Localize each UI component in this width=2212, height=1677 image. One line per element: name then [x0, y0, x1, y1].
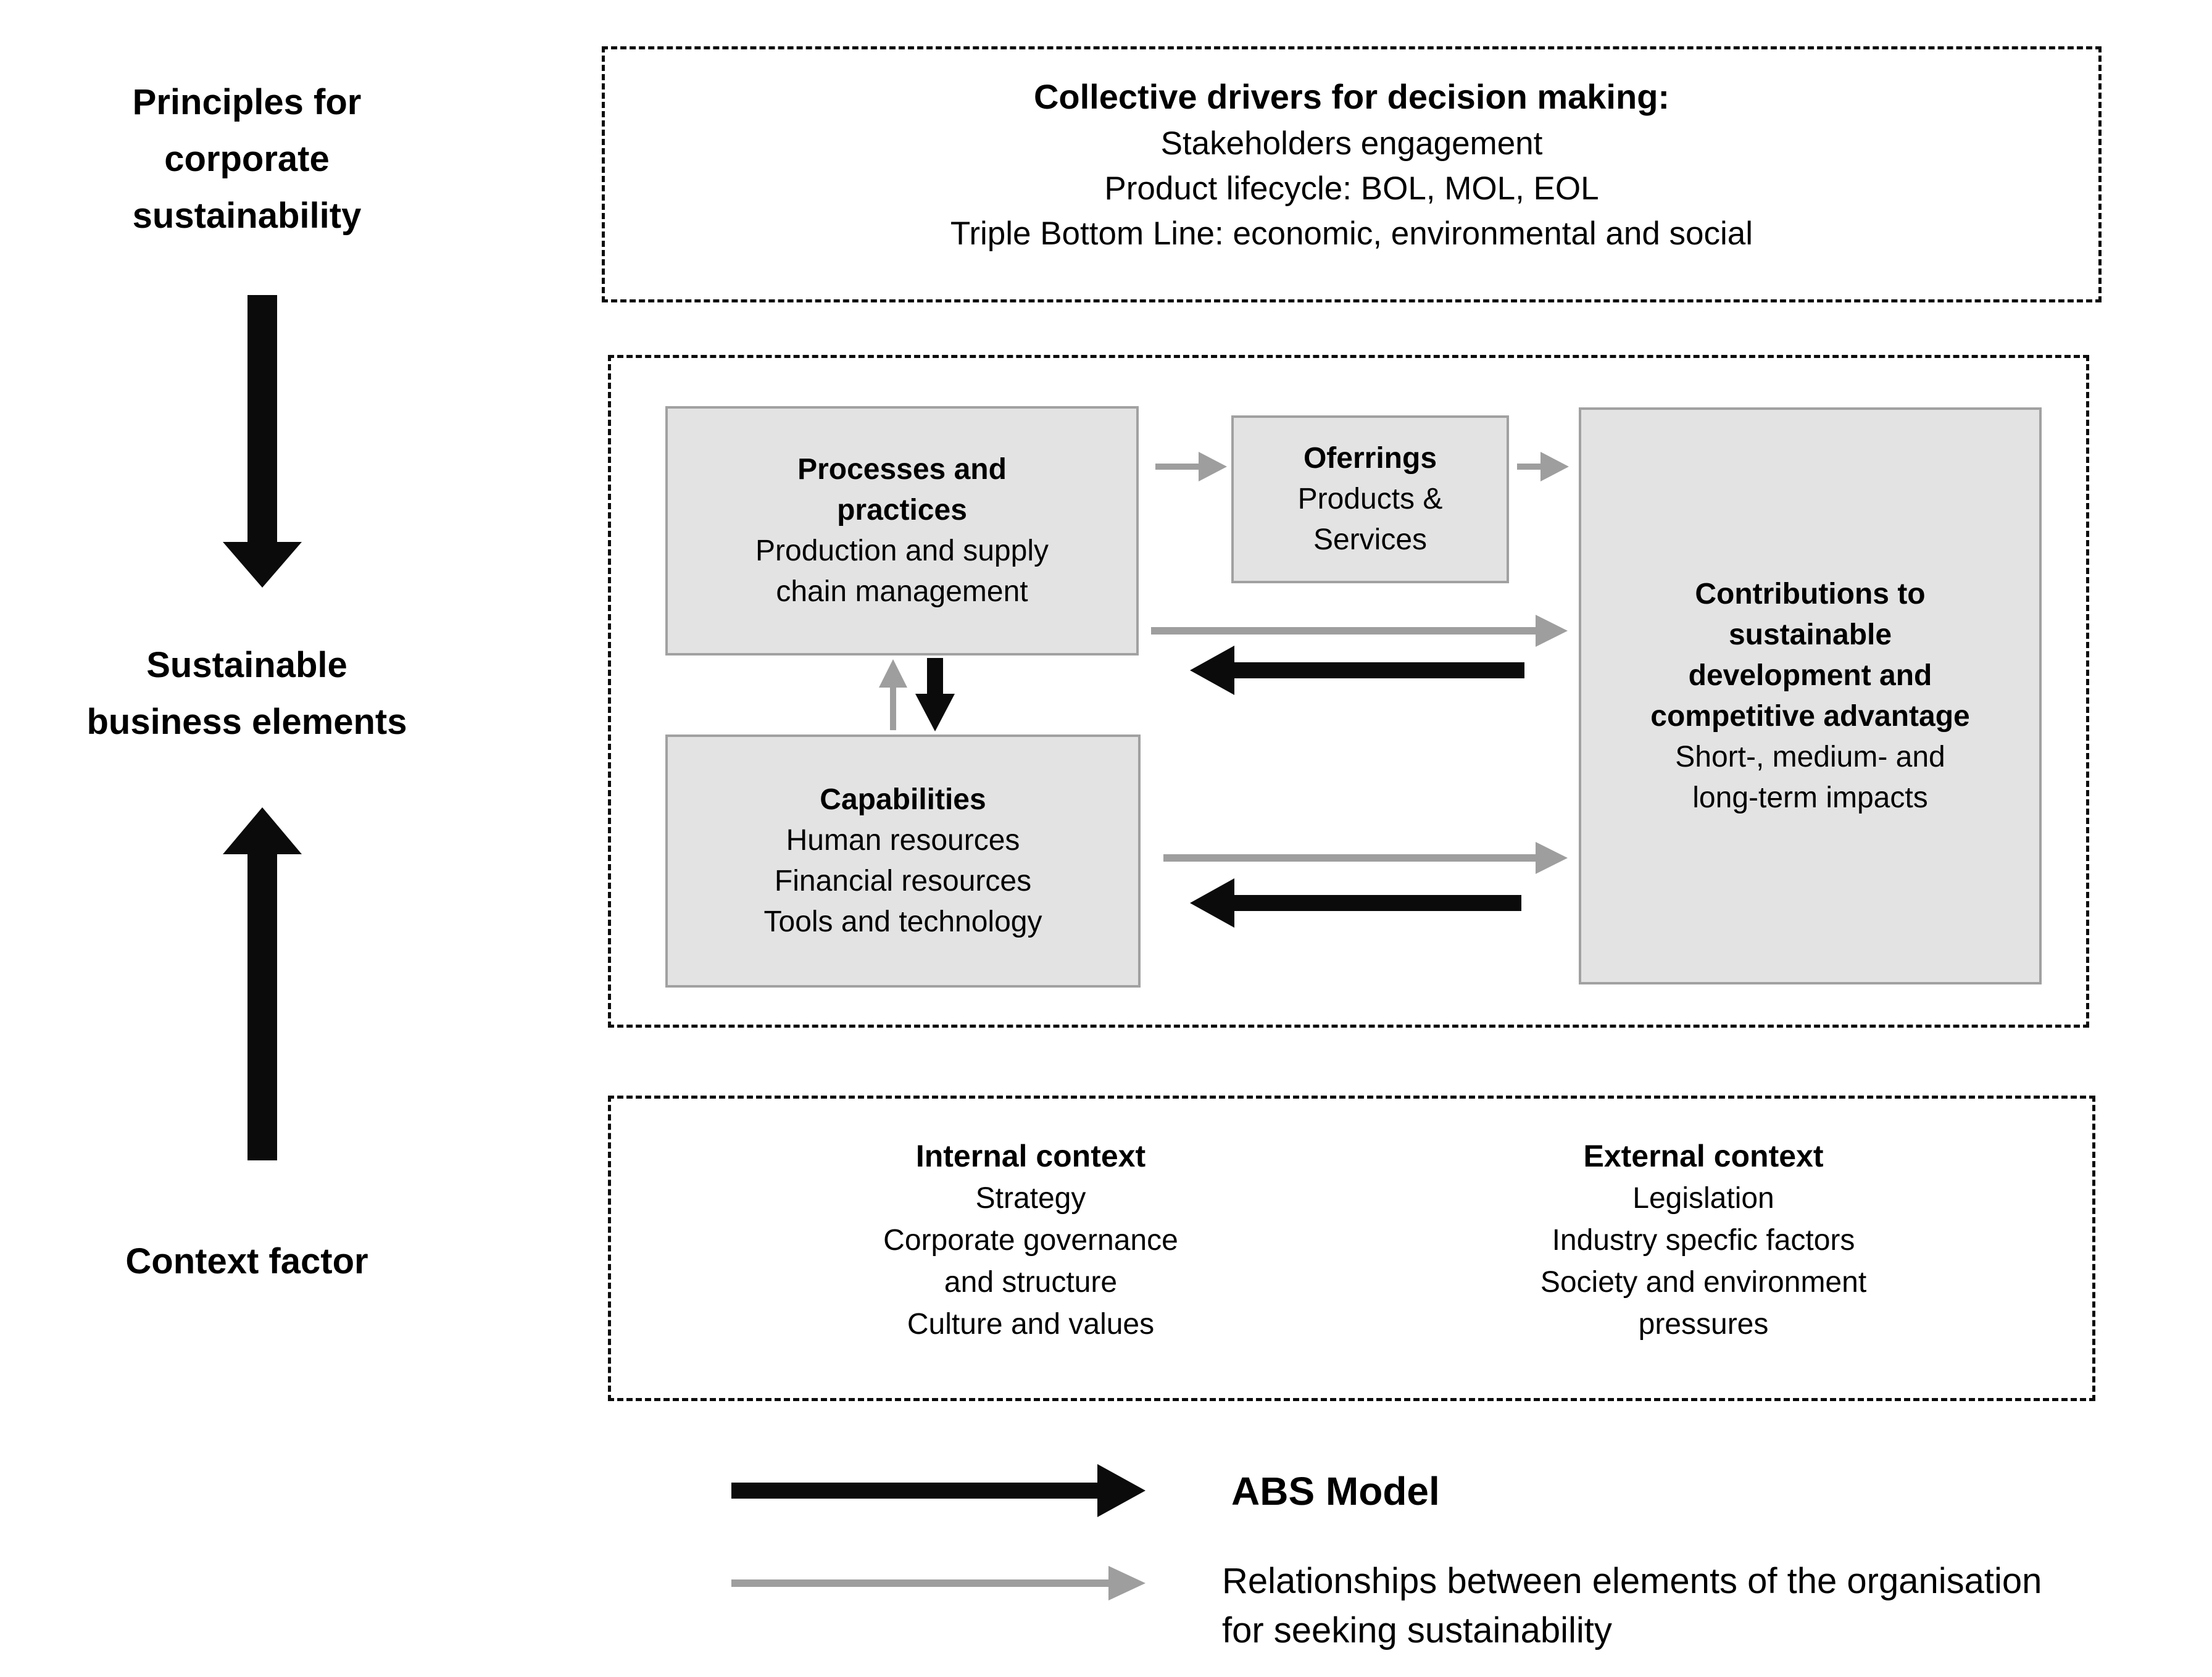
collective-drivers-text: Collective drivers for decision making: … [605, 49, 2098, 256]
contributions-box: Contributions to sustainable development… [1579, 407, 2042, 984]
label-principles-line: corporate [164, 139, 330, 179]
context-to-elements-arrow [223, 807, 302, 1160]
internal-context-title: Internal context [915, 1139, 1146, 1173]
offerings-box: Oferrings Products & Services [1231, 415, 1509, 583]
label-principles-line: sustainability [132, 196, 362, 236]
capabilities-body-line: Tools and technology [763, 905, 1042, 938]
label-principles: Principles for corporate sustainability [49, 74, 444, 244]
processes-title-line: Processes and [797, 453, 1007, 486]
legend-abs-model-arrow [731, 1464, 1146, 1517]
processes-to-contributions-arrow [1151, 615, 1568, 647]
offerings-body-line: Services [1313, 523, 1428, 556]
collective-drivers-line: Product lifecycle: BOL, MOL, EOL [1104, 170, 1599, 207]
internal-context-column: Internal context Strategy Corporate gove… [710, 1134, 1352, 1346]
label-sbe-line: Sustainable [146, 645, 347, 685]
contributions-to-processes-arrow [1190, 646, 1524, 695]
processes-title-line: practices [837, 494, 967, 526]
offerings-body-line: Products & [1297, 483, 1443, 515]
contributions-body-line: Short-, medium- and [1675, 740, 1945, 773]
external-context-line: Society and environment [1540, 1266, 1867, 1299]
capabilities-body-line: Financial resources [774, 865, 1032, 897]
contributions-to-capabilities-arrow [1190, 878, 1521, 928]
offerings-to-contributions-arrow [1517, 452, 1569, 481]
legend-relationships-line: Relationships between elements of the or… [1222, 1561, 2042, 1601]
contributions-body-line: long-term impacts [1692, 781, 1928, 814]
contributions-title-line: sustainable [1728, 618, 1892, 651]
internal-context-line: Strategy [975, 1182, 1086, 1215]
label-sustainable-business-elements: Sustainable business elements [37, 637, 457, 751]
capabilities-body-line: Human resources [786, 824, 1020, 857]
context-factor-box [608, 1096, 2095, 1401]
external-context-column: External context Legislation Industry sp… [1382, 1134, 2024, 1346]
internal-context-line: Corporate governance [883, 1224, 1178, 1257]
offerings-title: Oferrings [1303, 442, 1437, 475]
processes-to-capabilities-arrow [915, 658, 955, 731]
collective-drivers-line: Stakeholders engagement [1160, 125, 1543, 162]
processes-body-line: chain management [776, 575, 1028, 608]
collective-drivers-line: Triple Bottom Line: economic, environmen… [950, 215, 1753, 252]
legend-relationships-arrow [731, 1566, 1146, 1600]
label-sbe-line: business elements [86, 702, 407, 742]
processes-body-line: Production and supply [755, 535, 1049, 567]
capabilities-to-processes-arrow [879, 659, 907, 730]
capabilities-to-contributions-arrow [1163, 842, 1568, 874]
external-context-line: pressures [1638, 1308, 1769, 1341]
internal-context-line: Culture and values [907, 1308, 1155, 1341]
label-context-factor: Context factor [125, 1241, 368, 1281]
principles-to-elements-arrow [223, 295, 302, 588]
external-context-line: Legislation [1632, 1182, 1774, 1215]
external-context-line: Industry specfic factors [1552, 1224, 1855, 1257]
capabilities-box: Capabilities Human resources Financial r… [665, 734, 1141, 988]
capabilities-title: Capabilities [820, 783, 986, 816]
external-context-title: External context [1583, 1139, 1824, 1173]
collective-drivers-box: Collective drivers for decision making: … [602, 46, 2102, 302]
legend-abs-model-label: ABS Model [1231, 1469, 1440, 1513]
contributions-title-line: competitive advantage [1650, 699, 1970, 733]
processes-to-offerings-arrow [1155, 452, 1227, 481]
internal-context-line: and structure [944, 1266, 1118, 1299]
contributions-title-line: Contributions to [1695, 577, 1926, 610]
collective-drivers-title: Collective drivers for decision making: [1033, 77, 1670, 116]
legend-relationships-line: for seeking sustainability [1222, 1610, 1612, 1650]
legend-relationships-label: Relationships between elements of the or… [1222, 1557, 2210, 1655]
contributions-title-line: development and [1688, 659, 1932, 692]
label-principles-line: Principles for [132, 82, 362, 122]
processes-practices-box: Processes and practices Production and s… [665, 406, 1139, 655]
